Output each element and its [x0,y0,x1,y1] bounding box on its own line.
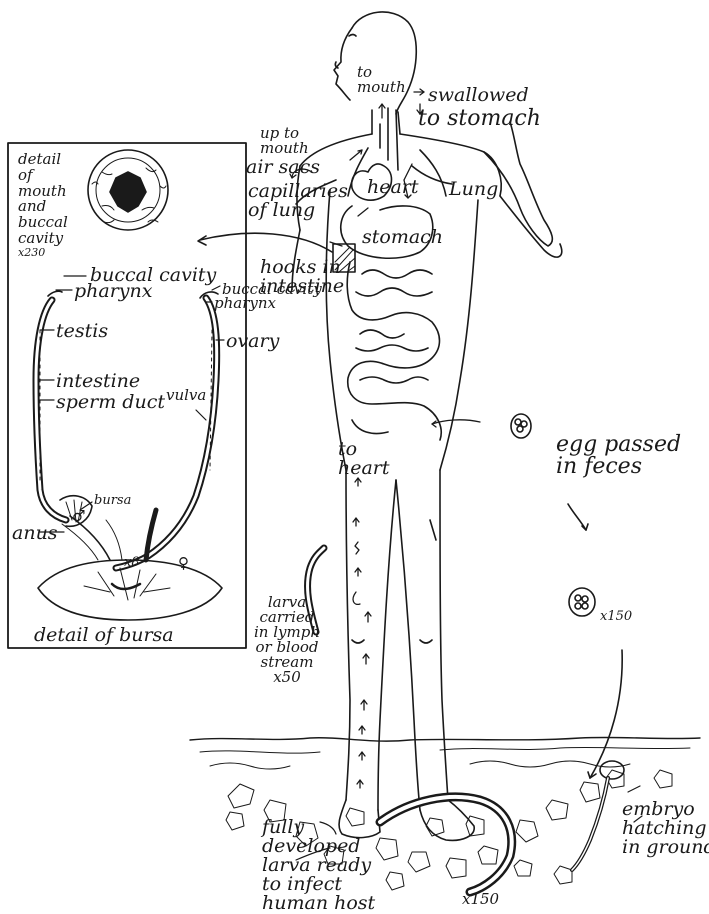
worm-female-icon [116,292,218,568]
female-pharynx-label: pharynx [214,296,276,311]
capillaries-label: capillaries of lung [248,182,348,220]
egg-passed-label: egg passed in feces [556,434,681,478]
mouth-detail-label: detail of mouth and buccal cavity x230 [18,152,68,258]
egg-icon [511,414,531,438]
ovary-label: ovary [226,332,279,351]
female-symbol-label: ♀ [178,556,189,571]
vulva-label: vulva [166,388,206,403]
to-stomach-label: to stomach [418,108,541,130]
larva-mag-label: x150 [462,892,499,907]
egg-mag-label: x150 [600,610,632,623]
stomach-label: stomach [362,228,443,247]
sperm-duct-label: sperm duct [56,393,165,412]
egg-icon-2 [569,588,595,616]
lung-label: Lung [449,180,498,199]
fully-developed-label: fully developed larva ready to infect hu… [262,818,375,913]
male-mag-label: x8 [124,556,140,569]
up-to-mouth-label: up to mouth [260,126,309,156]
embryo-hatching-label: embryo hatching in ground [622,800,709,857]
bursa-label: bursa [94,494,131,507]
intestine-icon [347,262,441,440]
hatching-embryo-icon [572,761,624,870]
to-mouth-label: to mouth [357,65,406,95]
male-symbol-label: ♂ [72,509,85,524]
bursa-detail-label: detail of bursa [34,626,174,645]
to-heart-label: to heart [338,440,390,478]
airway-lines [380,108,398,170]
heart-label: heart [367,178,419,197]
swallowed-label: swallowed [428,86,529,105]
intestine-inset-label: intestine [56,372,140,391]
air-sacs-label: air sacs [246,158,320,177]
larva-carried-label: larva carried in lymph or blood stream x… [254,595,320,685]
male-pharynx-label: pharynx [74,282,153,301]
arrow-egg-down [568,504,586,530]
mouth-detail-icon [88,150,168,230]
arrow-to-ground [590,650,622,778]
testis-label: testis [56,322,108,341]
anus-label: anus [12,524,58,543]
